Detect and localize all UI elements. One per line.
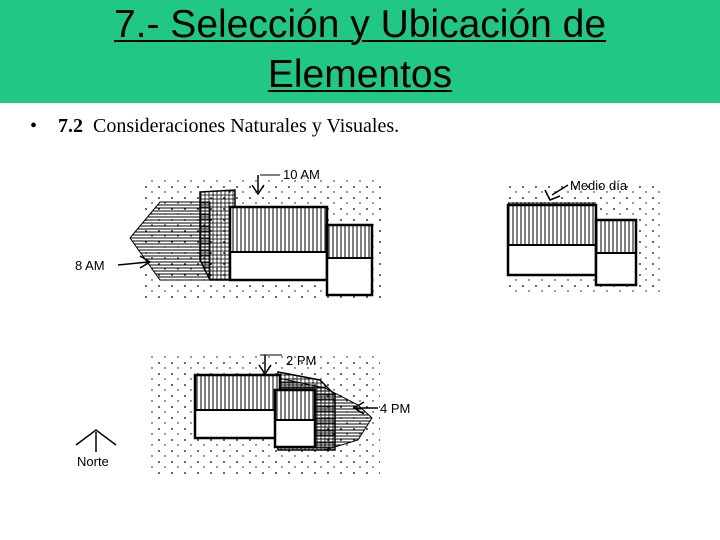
arrow-8am-icon (139, 255, 152, 269)
afternoon-sketch: 2 PM 4 PM (150, 353, 410, 475)
shadow-8am (129, 201, 211, 281)
building-main-roof (229, 206, 328, 253)
label-2pm: 2 PM (286, 353, 316, 368)
arrow-4pm-icon (352, 401, 365, 415)
arrow-midday-icon (544, 189, 561, 201)
building-main-roof (194, 374, 281, 411)
label-north: Norte (77, 454, 109, 469)
label-10am: 10 AM (283, 167, 320, 182)
north-arrow: Norte (75, 429, 117, 469)
building-annex-roof (595, 219, 637, 254)
building-annex-roof (326, 224, 373, 259)
bullet-dot: • (30, 115, 38, 137)
north-arrow-icon (75, 429, 117, 446)
label-4pm: 4 PM (380, 401, 410, 416)
morning-sketch: 10 AM 8 AM (75, 167, 385, 300)
slide-title-line-1: 7.- Selección y Ubicación de (113, 3, 607, 46)
midday-sketch: Medio día (505, 178, 665, 295)
bullet-item: • 7.2 Consideraciones Naturales y Visuales… (30, 115, 399, 138)
slide-title-line-2: Elementos (267, 53, 453, 96)
title-bar: 7.- Selección y Ubicación de Elementos (0, 0, 720, 103)
label-8am: 8 AM (75, 258, 105, 273)
shadow-10am (199, 189, 236, 281)
solar-shading-sketch: 10 AM 8 AM Medio día 2 PM 4 PM (75, 167, 665, 475)
bullet-number: 7.2 (58, 115, 83, 137)
building-annex-roof (274, 389, 316, 421)
arrow-2pm-icon (258, 364, 272, 376)
label-midday: Medio día (570, 178, 628, 193)
building-main-roof (507, 204, 597, 246)
bullet-text: Consideraciones Naturales y Visuales. (93, 115, 400, 137)
arrow-10am-icon (251, 184, 265, 196)
